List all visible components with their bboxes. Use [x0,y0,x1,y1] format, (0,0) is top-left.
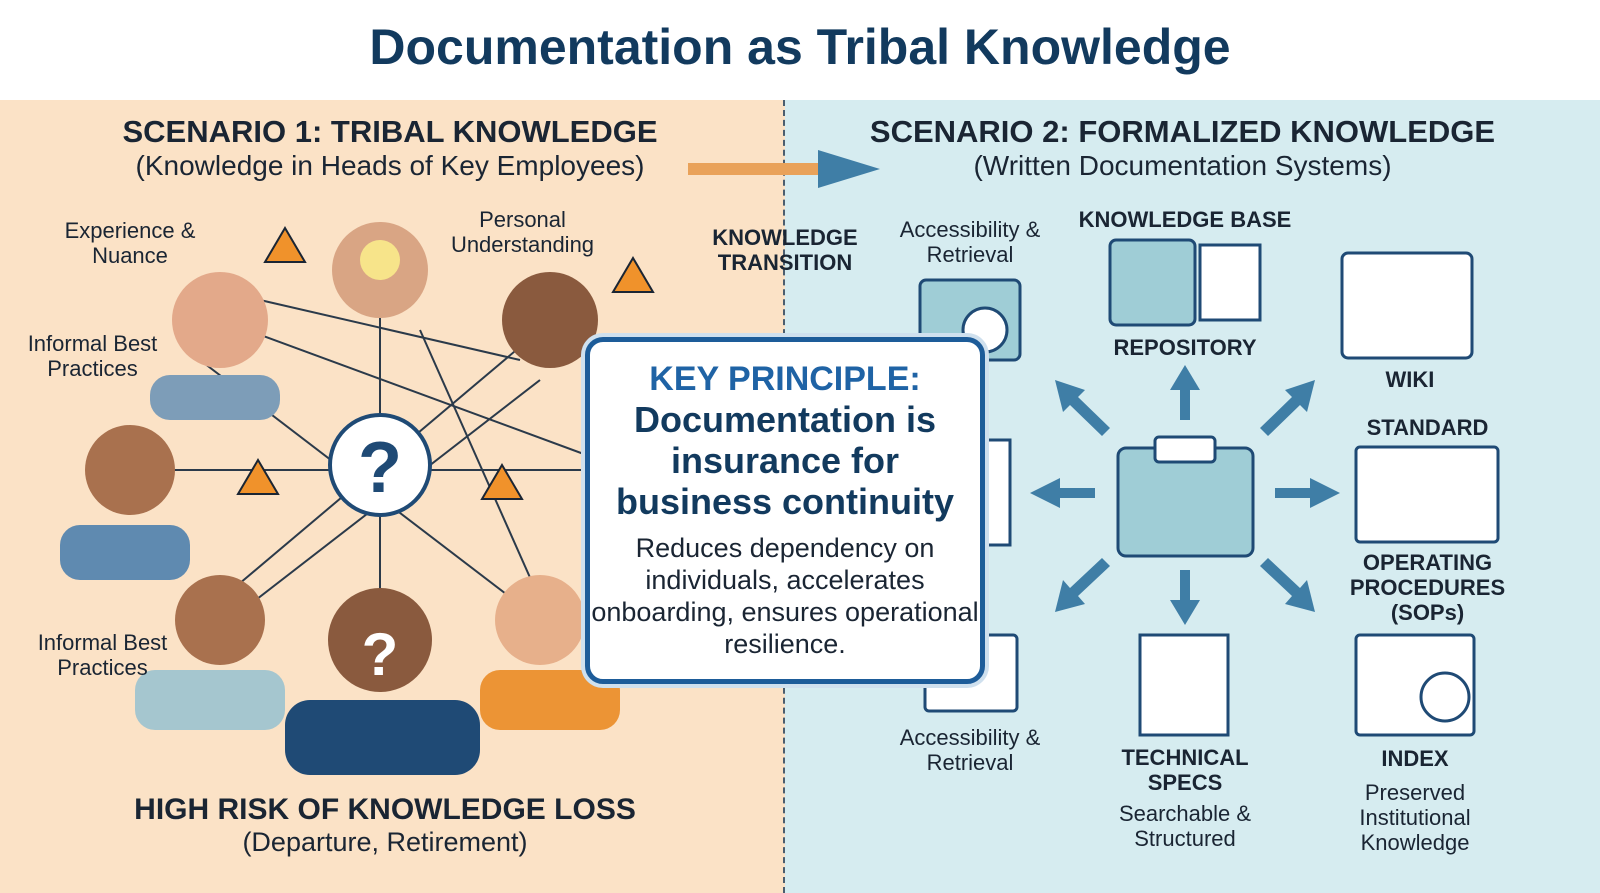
code-document-icon [1138,633,1230,737]
document-icon [1198,243,1262,322]
svg-text:?: ? [358,428,402,508]
label-knowledge-base: KNOWLEDGE BASE [1078,207,1292,232]
arrow-icons [1030,365,1340,625]
person-icon [85,425,175,515]
label-repository: REPOSITORY [1113,335,1257,360]
person-icon [495,575,585,665]
label-searchable: Searchable & Structured [1118,801,1252,851]
label-standard: STANDARD [1366,415,1489,440]
scenario2-heading: SCENARIO 2: FORMALIZED KNOWLEDGE [869,114,1496,149]
document-icon [983,438,1012,547]
label-preserved: Preserved Institutional Knowledge [1359,780,1471,855]
scenario1-subheading: (Knowledge in Heads of Key Employees) [135,150,645,181]
doc-icons [918,238,1500,737]
wiki-icon [1340,251,1474,360]
key-principle-main: Documentation is insurance for business … [615,399,955,522]
label-wiki: WIKI [1385,367,1435,392]
svg-text:?: ? [362,621,399,688]
label-access-top: Accessibility & Retrieval [899,217,1041,267]
risk-subheading: (Departure, Retirement) [242,827,528,857]
question-circle [328,413,432,517]
lightbulb-icon [360,240,400,280]
transition-label: KNOWLEDGE TRANSITION [712,225,858,275]
scenario2-subheading: (Written Documentation Systems) [973,150,1392,181]
page-title: Documentation as Tribal Knowledge [369,19,1231,75]
label-index: INDEX [1381,746,1449,771]
arrow-transition-icon [688,150,880,188]
risk-heading: HIGH RISK OF KNOWLEDGE LOSS [134,793,636,826]
scenario1-heading: SCENARIO 1: TRIBAL KNOWLEDGE [122,114,658,149]
label-access-bottom: Accessibility & Retrieval [899,725,1041,775]
key-principle-box: KEY PRINCIPLE: Documentation is insuranc… [585,337,985,684]
label-informal-2: Informal Best Practices [37,630,168,680]
label-informal-1: Informal Best Practices [27,331,158,381]
flowchart-icon [1354,445,1500,544]
warning-icon [236,226,655,500]
folder-icon [1108,238,1197,327]
label-personal: Personal Understanding [450,207,595,257]
key-principle-label: KEY PRINCIPLE: [649,360,921,398]
label-sops: OPERATING PROCEDURES (SOPs) [1349,550,1506,625]
knowledge-base-icon [1116,446,1255,558]
key-principle-description: Reduces dependency on individuals, accel… [591,533,979,659]
label-technical-specs: TECHNICAL SPECS [1121,745,1249,795]
label-experience: Experience & Nuance [64,218,196,268]
person-icon [175,575,265,665]
person-icon [172,272,268,368]
person-icon [502,272,598,368]
heads [60,222,620,775]
person-icon [328,588,432,692]
